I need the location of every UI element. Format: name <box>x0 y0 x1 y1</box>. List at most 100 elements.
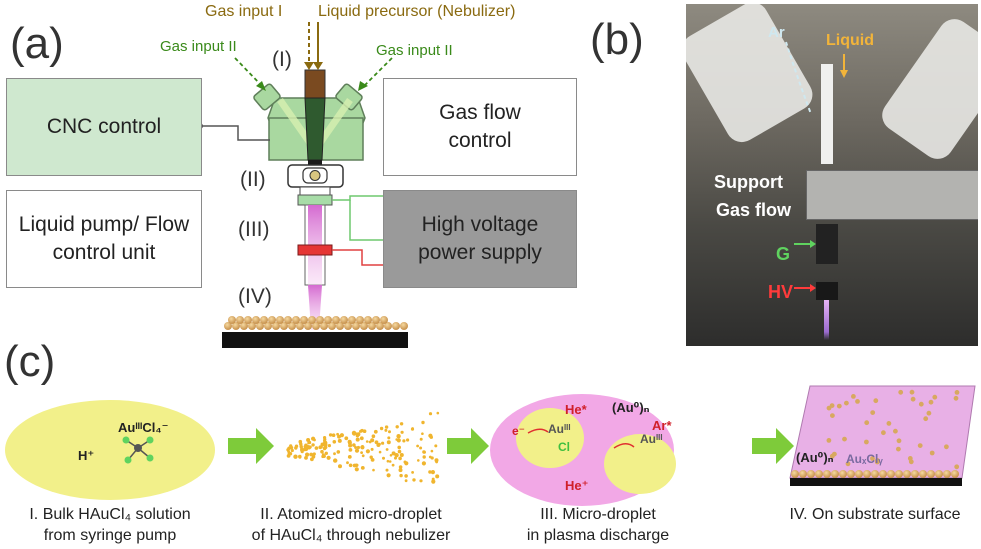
substrate-particle <box>348 316 356 324</box>
spray-droplet <box>419 446 423 450</box>
spray-droplet <box>331 433 336 438</box>
photo-hv-electrode <box>816 282 838 300</box>
cl-label: Cl <box>558 440 570 454</box>
spray-droplet <box>333 452 336 456</box>
spray-droplet <box>386 459 390 463</box>
photo-support-block <box>806 170 978 220</box>
caption-step-2-line-2: of HAuCl₄ through nebulizer <box>251 526 451 544</box>
spray-droplet <box>417 459 420 462</box>
spray-droplet <box>337 434 341 439</box>
slab-nanoparticle <box>932 394 938 400</box>
gas-input-2-left-label: Gas input II <box>160 38 237 55</box>
slab-nanoparticle <box>896 446 901 452</box>
spray-droplet <box>421 432 424 436</box>
substrate-particle <box>300 316 308 324</box>
liquid-pump-box: Liquid pump/ Flow control unit <box>6 190 202 288</box>
spray-droplet <box>406 438 410 442</box>
substrate-particle <box>308 316 316 324</box>
spray-droplet <box>378 450 382 454</box>
slab-surface-particle <box>807 470 815 478</box>
spray-droplet <box>348 448 353 452</box>
spray-droplet <box>382 456 385 460</box>
spray-droplet <box>370 438 375 443</box>
slab-nanoparticle <box>944 444 949 450</box>
substrate-particle <box>392 322 400 330</box>
substrate-particle <box>376 322 384 330</box>
gas-input-1-label: Gas input I <box>205 3 283 20</box>
spray-droplet <box>351 430 357 436</box>
spray-droplet <box>362 429 367 434</box>
spray-droplet <box>361 454 365 458</box>
he-plus-label: He⁺ <box>565 478 589 493</box>
spray-droplet <box>344 436 349 441</box>
spray-droplet <box>359 436 364 441</box>
substrate-particle <box>320 322 328 330</box>
substrate-particle <box>344 322 352 330</box>
spray-droplet <box>355 463 359 467</box>
substrate-particles <box>224 316 408 330</box>
substrate-auxcly-label: AuₓClᵧ <box>846 452 883 466</box>
spray-droplet <box>431 479 436 484</box>
panel-label-c: (c) <box>4 337 56 386</box>
spray-droplet <box>436 411 440 415</box>
spray-droplet <box>320 445 323 449</box>
spray-droplet <box>286 454 291 458</box>
spray-droplet <box>399 473 403 478</box>
droplet-left <box>516 408 584 468</box>
spray-droplet <box>352 443 356 447</box>
caption-step-3-line-1: III. Micro-droplet <box>540 506 656 523</box>
substrate-particle <box>248 322 256 330</box>
slab-nanoparticle <box>953 395 959 401</box>
photo-support-label: Support <box>714 172 783 192</box>
spray-droplet <box>327 444 331 448</box>
slab-surface-particle <box>911 470 919 478</box>
substrate-particle <box>304 322 312 330</box>
process-arrow-2 <box>447 428 489 464</box>
spray-droplet <box>430 470 435 475</box>
spray-droplet <box>398 468 403 473</box>
quartz-tube <box>297 194 333 330</box>
spray-droplet <box>419 479 423 483</box>
gas-flow-control-box: Gas flow control <box>383 78 577 176</box>
slab-surface-particle <box>935 470 943 478</box>
spray-droplet <box>360 451 363 454</box>
droplet-right <box>604 434 676 494</box>
slab-nanoparticle <box>832 451 837 457</box>
h-plus-label: H⁺ <box>78 448 95 463</box>
substrate-particle <box>224 322 232 330</box>
spray-droplet <box>352 463 357 468</box>
spray-droplet <box>385 468 389 472</box>
liquid-pump-label: Liquid pump/ Flow control unit <box>18 212 190 264</box>
spray-droplet <box>410 427 415 431</box>
electron-label: e⁻ <box>512 424 526 438</box>
substrate-particle <box>280 322 288 330</box>
spray-droplet <box>434 444 438 448</box>
spray-droplet <box>360 466 365 470</box>
caption-step-1-line-1: I. Bulk HAuCl₄ solution <box>29 506 191 523</box>
spray-droplet <box>395 438 399 441</box>
spray-droplet <box>399 422 404 426</box>
spray-droplet <box>428 470 432 474</box>
spray-droplet <box>431 477 435 481</box>
stage-1-label: (I) <box>272 48 292 71</box>
spray-droplet <box>384 425 389 429</box>
photo-ground-electrode <box>816 224 838 264</box>
spray-droplet <box>332 440 337 444</box>
cnc-control-box: CNC control <box>6 78 202 176</box>
spray-droplet <box>388 430 391 434</box>
caption-step-3: III. Micro-droplet in plasma discharge <box>498 505 698 547</box>
high-voltage-box: High voltage power supply <box>383 190 577 288</box>
spray-droplet <box>378 442 381 446</box>
ar-star-label: Ar* <box>652 418 672 433</box>
spray-droplet <box>423 450 426 454</box>
spray-droplet <box>404 479 408 483</box>
spray-droplet <box>322 454 326 458</box>
spray-droplet <box>346 461 349 465</box>
liquid-precursor-label: Liquid precursor (Nebulizer) <box>318 3 516 20</box>
spray-droplet <box>289 444 293 448</box>
slab-nanoparticle <box>845 461 851 467</box>
caption-step-4-line-1: IV. On substrate surface <box>789 506 961 523</box>
spray-droplet <box>360 445 365 450</box>
spray-droplet <box>430 449 434 453</box>
